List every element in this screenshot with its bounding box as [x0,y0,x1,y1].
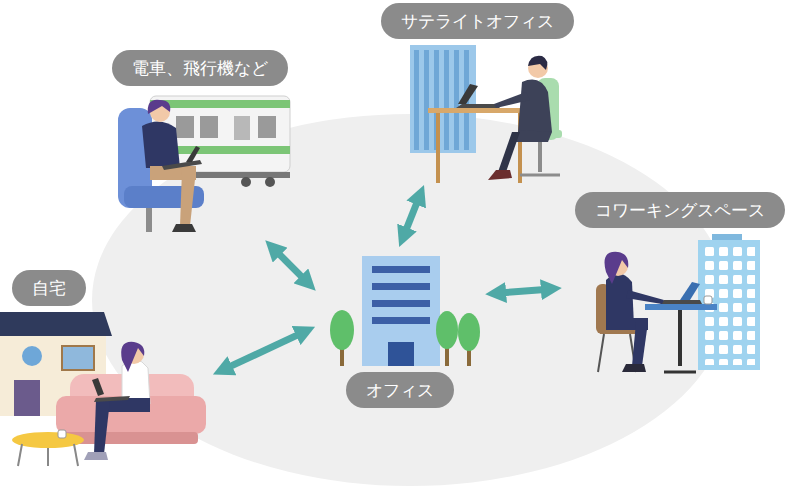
home-table [58,430,66,438]
home-person [94,400,110,454]
coworking-desk [645,282,717,372]
location-label: サテライトオフィス [381,3,574,39]
home-person [92,378,104,396]
train [258,116,276,138]
satellite-chair [538,138,542,172]
home-person [94,396,130,402]
home-table [74,444,78,466]
train-person [186,146,200,162]
satellite-person [518,80,552,132]
coworking-desk [660,300,702,304]
train [200,116,218,138]
office-building [372,283,430,290]
location-node: 自宅 [0,268,210,468]
location-label: オフィス [346,372,454,408]
satellite-desk [456,104,500,108]
home-table [12,430,84,466]
train [176,116,194,138]
location-node: サテライトオフィス [370,0,585,182]
coworking-desk [678,310,682,366]
satellite-desk [428,84,532,183]
house [0,312,112,336]
coworking-person [632,322,648,366]
satellite-desk [436,113,440,183]
coworking-building [698,234,760,370]
train-seat [118,108,204,232]
office-building [388,342,414,366]
location-node: 電車、飛行機など [100,46,300,238]
double-arrow [228,334,300,368]
double-arrow [405,201,417,232]
house [14,380,40,416]
office-trees [330,310,480,366]
home-person [121,342,144,372]
home-table [18,444,22,466]
coworking-desk [680,282,700,300]
coworking-desk [704,296,712,304]
home-table [47,448,49,466]
office-trees [436,311,458,349]
office-building [372,317,430,324]
satellite-person [528,56,547,70]
office-trees [458,313,480,351]
train-person [172,224,196,232]
double-arrow [502,289,545,292]
house [62,346,94,370]
coworking-person [605,252,629,284]
office-trees [330,310,354,350]
satellite-desk [428,108,532,113]
office-building [372,266,430,273]
house [22,346,42,366]
location-node: オフィス [318,250,482,410]
home-person [84,342,150,460]
train-seat [146,208,152,232]
satellite-chair [520,174,560,177]
location-label: 自宅 [12,270,86,306]
coworking-desk [645,304,717,310]
coworking-chair [598,334,604,372]
satellite-person [488,56,552,180]
satellite-person [498,132,520,172]
coworking-person [605,252,665,372]
satellite-desk [458,84,478,104]
satellite-person [494,92,530,108]
home-table [12,432,84,448]
train-person [162,160,202,170]
train [234,116,250,140]
location-label: 電車、飛行機など [112,50,288,86]
location-node: コワーキングスペース [565,190,795,378]
train-person [148,100,171,114]
office-building [362,256,440,366]
train [265,177,275,187]
sofa [64,432,198,444]
coworking-desk [664,371,696,374]
office-building [372,300,430,307]
office-building [362,256,440,366]
location-label: コワーキングスペース [575,192,785,228]
home-person [84,452,108,460]
train-person [142,121,180,168]
coworking-person [626,290,664,304]
double-arrow [277,252,304,279]
train [241,177,251,187]
coworking-person [622,364,646,372]
train [150,100,290,108]
train-person [180,170,196,226]
sofa [56,396,206,434]
train-person [142,100,202,232]
satellite-person [488,170,512,180]
